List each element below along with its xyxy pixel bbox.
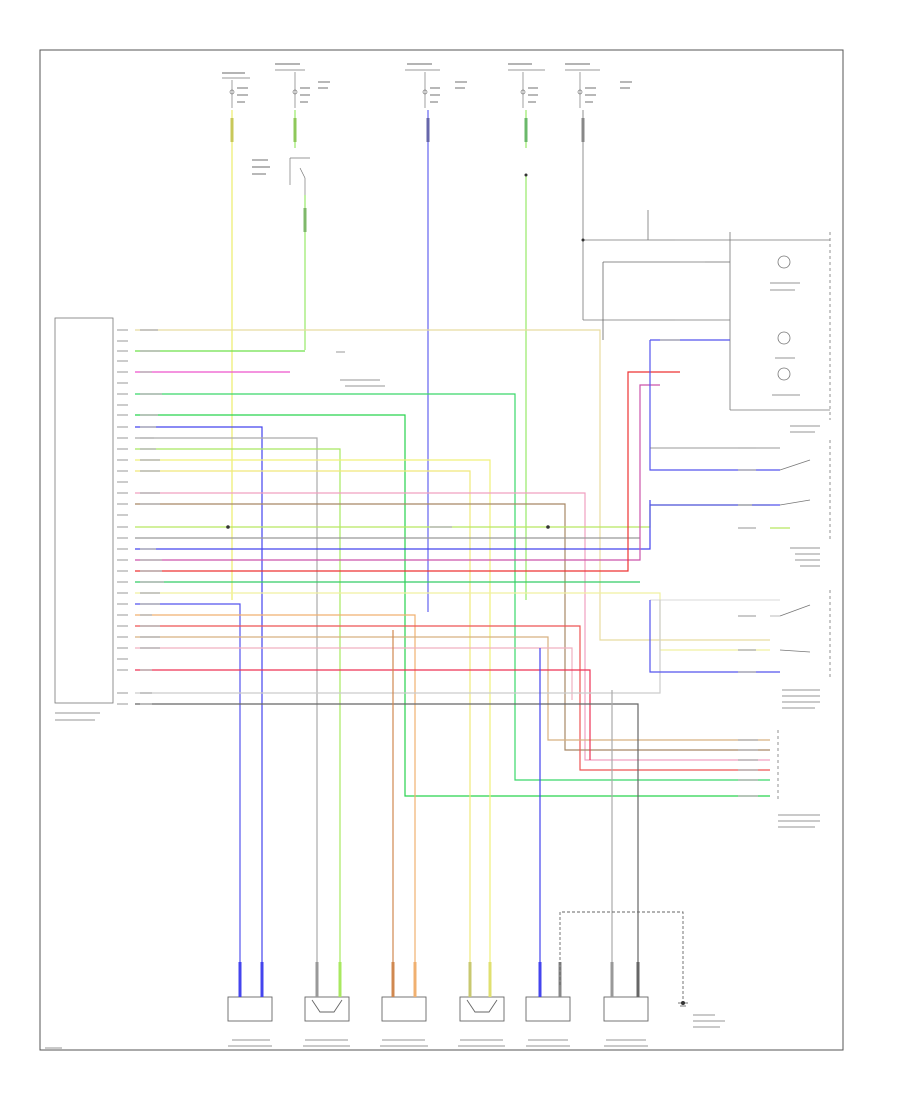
wire-tan-1 — [135, 329, 770, 641]
wire-lgreen-13 — [135, 504, 770, 528]
speaker-left-front-icon — [227, 962, 273, 1022]
speaker-right-rear-icon — [459, 962, 505, 1022]
wire-blue-15 — [135, 500, 651, 550]
top-fuse-blocks — [222, 69, 600, 195]
wire-yellow-10 — [135, 470, 471, 985]
junction-dots — [226, 173, 685, 1005]
diagram-frame — [39, 49, 844, 1051]
wire-orange-21 — [135, 614, 416, 985]
wire-blue-6 — [135, 426, 263, 985]
speaker-left-rear-icon — [381, 962, 427, 1022]
wire-lgrey-26 — [135, 600, 661, 694]
horizontal-wires — [135, 329, 770, 985]
wire-grey-7 — [135, 437, 318, 985]
wire-brown-12 — [135, 503, 770, 751]
fuse-wire-stubs — [230, 118, 585, 232]
wire-red-25 — [135, 669, 591, 760]
wire-yellow-9 — [135, 459, 491, 985]
speaker-right-sub-icon — [603, 962, 649, 1022]
wire-lgreen-8 — [135, 448, 341, 985]
ground-symbol-icon — [559, 911, 688, 1007]
power-block — [582, 148, 831, 420]
wire-red-17 — [135, 371, 680, 572]
speaker-right-front-icon — [304, 962, 350, 1022]
wire-magenta-16 — [135, 384, 660, 561]
wire-green-5 — [135, 414, 770, 797]
right-side-components — [649, 339, 831, 800]
illegible-label-marks — [45, 239, 820, 1049]
wire-green-4 — [135, 393, 770, 781]
speaker-left-sub-icon — [525, 962, 571, 1022]
wire-dark-27 — [135, 703, 639, 985]
audio-unit-box — [54, 317, 114, 704]
wire-pink-11 — [135, 492, 770, 761]
wire-yellow-19 — [135, 592, 770, 651]
wire-tan-23 — [135, 636, 770, 741]
header-text-marks — [222, 63, 632, 175]
wire-pink-24 — [135, 647, 573, 700]
top-vertical-wires — [231, 110, 584, 612]
audio-unit-pin-marks — [117, 329, 128, 705]
speakers — [227, 962, 649, 1022]
wire-red-22 — [135, 625, 770, 771]
wire-blue-20 — [135, 603, 241, 985]
